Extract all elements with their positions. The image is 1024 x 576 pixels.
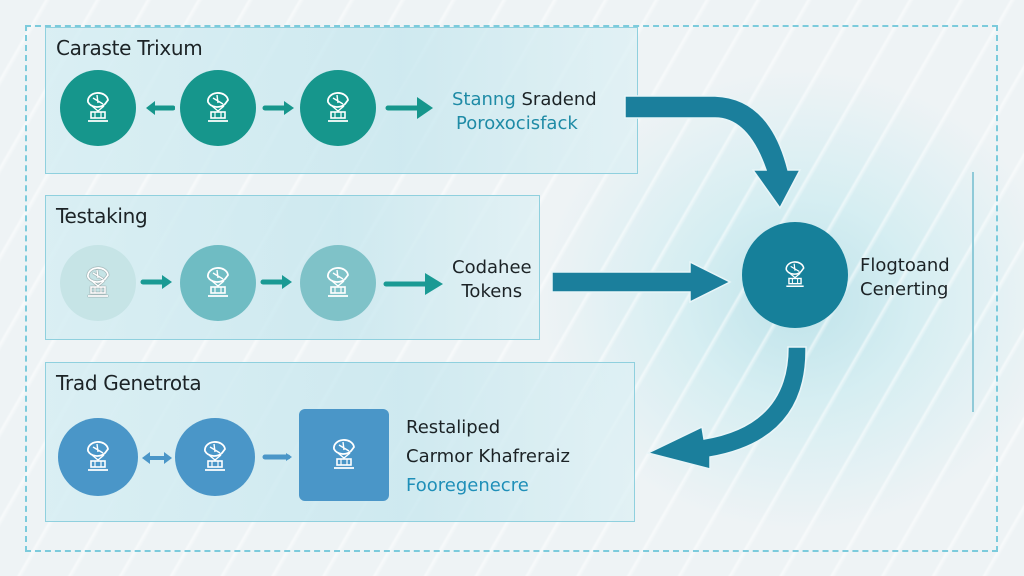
satellite-dish-icon <box>782 259 808 291</box>
process-node[interactable] <box>60 245 136 321</box>
panel-title: Trad Genetrota <box>56 371 202 395</box>
process-node[interactable] <box>300 70 376 146</box>
arrow-right-connector <box>260 275 292 289</box>
satellite-dish-icon <box>83 439 113 475</box>
curved-arrow-from-hub <box>645 346 807 470</box>
satellite-dish-icon <box>83 265 113 301</box>
output-label: Codahee Tokens <box>452 257 532 302</box>
divider-line <box>972 172 974 412</box>
panel-caraste-trixum: Caraste Trixum <box>45 27 638 174</box>
arrow-left-connector <box>146 101 175 115</box>
output-label: Stanng Sradend Poroxocisfack <box>452 89 597 134</box>
satellite-dish-icon <box>200 439 230 475</box>
arrow-right-connector <box>262 101 294 115</box>
arrow-right-connector <box>383 273 443 295</box>
process-node[interactable] <box>180 245 256 321</box>
satellite-dish-icon <box>203 90 233 126</box>
process-node[interactable] <box>175 418 255 496</box>
arrow-right-connector <box>385 97 433 119</box>
output-label: Restaliped Carmor Khafreraiz Fooregenecr… <box>406 417 570 496</box>
process-node[interactable] <box>300 245 376 321</box>
process-node-square[interactable] <box>299 409 389 501</box>
panel-title: Caraste Trixum <box>56 36 203 60</box>
satellite-dish-icon <box>329 437 359 473</box>
panel-title: Testaking <box>56 204 148 228</box>
satellite-dish-icon <box>323 265 353 301</box>
curved-arrow-to-hub <box>624 95 802 210</box>
straight-arrow-to-hub <box>551 260 732 304</box>
hub-node[interactable] <box>742 222 848 328</box>
process-node[interactable] <box>58 418 138 496</box>
diagram-frame <box>25 25 998 552</box>
arrow-both-connector <box>142 452 172 464</box>
satellite-dish-icon <box>203 265 233 301</box>
line-connector <box>262 453 292 461</box>
process-node[interactable] <box>180 70 256 146</box>
process-node[interactable] <box>60 70 136 146</box>
satellite-dish-icon <box>323 90 353 126</box>
arrow-right-connector <box>140 275 172 289</box>
hub-label: Flogtoand Cenerting <box>860 255 950 300</box>
satellite-dish-icon <box>83 90 113 126</box>
